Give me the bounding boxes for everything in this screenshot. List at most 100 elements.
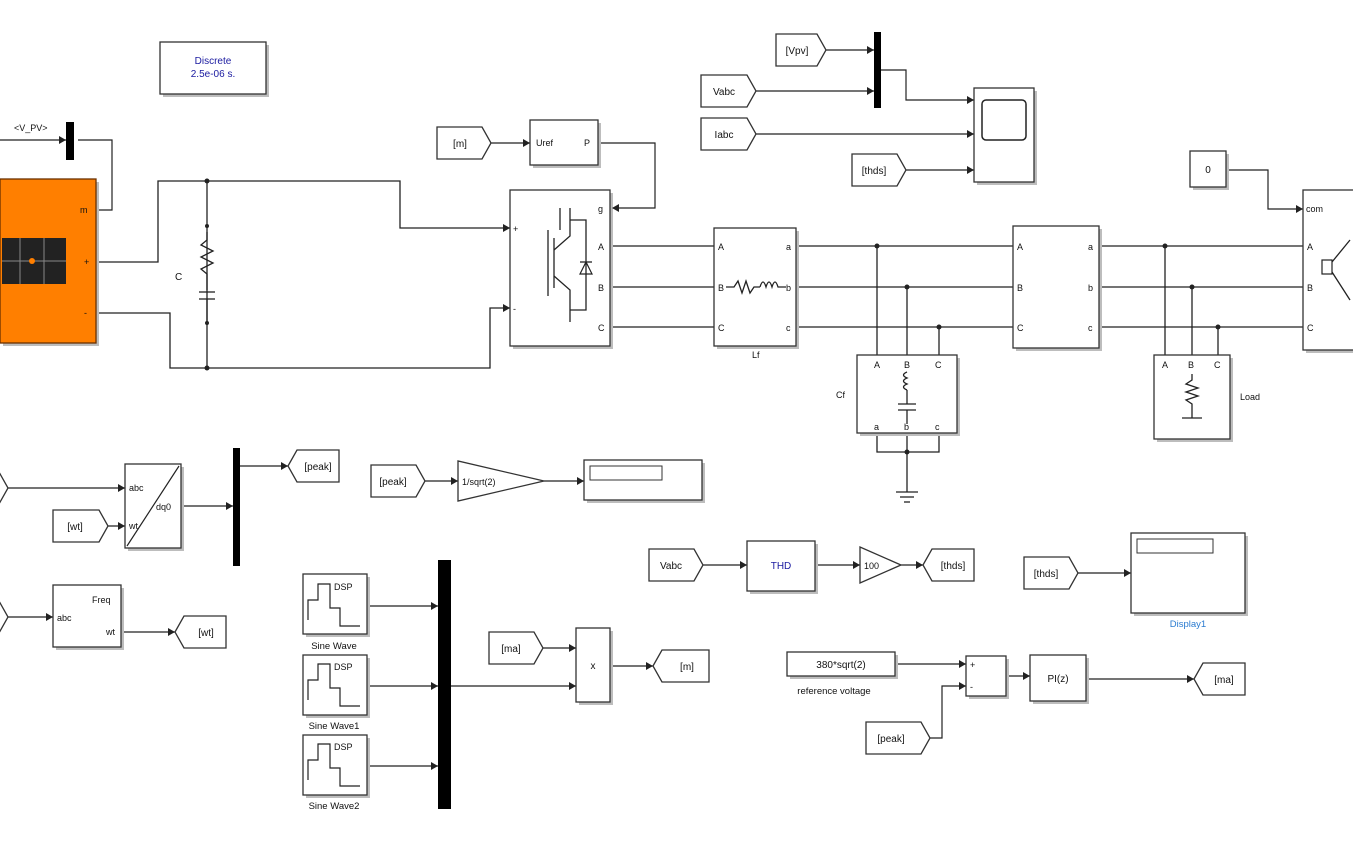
goto-tag-peak[interactable]: [peak] <box>287 449 340 483</box>
inverter-block[interactable]: g + - A B C <box>509 189 613 349</box>
cf-name: Cf <box>836 390 845 400</box>
goto-tag-ma[interactable]: [ma] <box>1193 662 1246 696</box>
from-tag-vabc-label: Vabc <box>713 87 735 98</box>
pv-bus-selector[interactable] <box>66 122 74 160</box>
constant-zero-block[interactable]: 0 <box>1189 150 1229 190</box>
product-block[interactable]: x <box>575 627 613 705</box>
filter-inductor-block[interactable]: A B C a b c Lf <box>713 227 799 360</box>
from-tag-vpv[interactable]: [Vpv] <box>775 33 827 67</box>
breaker-in-b: B <box>1017 283 1023 293</box>
from-tag-peak-pi-label: [peak] <box>877 734 904 745</box>
from-tag-peak-rms[interactable]: [peak] <box>370 464 426 498</box>
sine-wave-2-name: Sine Wave2 <box>309 801 360 812</box>
reference-voltage-value: 380*sqrt(2) <box>816 660 865 671</box>
display-rms-block[interactable] <box>583 459 705 503</box>
sine-mux-bus[interactable] <box>438 560 451 809</box>
from-tag-vabc-thd[interactable]: Vabc <box>648 548 704 582</box>
lf-out-b: b <box>786 283 791 293</box>
grid-port-b: B <box>1307 283 1313 293</box>
display1-readout <box>1136 538 1214 554</box>
gain-100-block[interactable]: 100 <box>859 546 903 584</box>
goto-tag-m[interactable]: [m] <box>652 649 710 683</box>
scope-screen-icon <box>981 99 1027 141</box>
goto-tag-wt[interactable]: [wt] <box>174 615 227 649</box>
breaker-block[interactable]: A B C a b c <box>1012 225 1102 351</box>
from-tag-iabc-label: Iabc <box>715 130 734 141</box>
pwm-port-p: P <box>584 138 590 148</box>
lf-in-c: C <box>718 323 725 333</box>
load-port-c: C <box>1214 360 1221 370</box>
cf-top-c: C <box>935 360 942 370</box>
from-tag-peak-rms-label: [peak] <box>379 477 406 488</box>
from-tag-m-label: [m] <box>453 139 467 150</box>
cf-bot-b: b <box>904 422 909 432</box>
load-block[interactable]: A B C Load <box>1153 354 1260 442</box>
inverter-port-plus: + <box>513 224 518 234</box>
sine-wave-block-2[interactable]: DSP Sine Wave2 <box>302 734 370 812</box>
dc-cap-label: C <box>175 272 182 283</box>
sum-plus: + <box>970 660 975 670</box>
powergui-line1: Discrete <box>195 56 232 67</box>
abc-to-dq0-block[interactable]: abc wt dq0 <box>124 463 184 551</box>
from-tag-vabc-pll[interactable] <box>0 601 9 633</box>
gain-rms-block[interactable]: 1/sqrt(2) <box>457 460 545 502</box>
inverter-port-c: C <box>598 323 605 333</box>
scope-mux-bus[interactable] <box>874 32 881 108</box>
from-tag-vabc-dq[interactable] <box>0 472 9 504</box>
sine-wave-block-0[interactable]: DSP Sine Wave <box>302 573 370 652</box>
display-rms-readout <box>589 465 663 481</box>
sine-wave-block-1[interactable]: DSP Sine Wave1 <box>302 654 370 732</box>
dq-port-wt: wt <box>128 521 138 531</box>
pv-port-m: m <box>80 205 88 215</box>
goto-tag-peak-label: [peak] <box>304 462 331 473</box>
dq-port-dq0: dq0 <box>156 502 171 512</box>
pv-array-block[interactable]: m + - <box>0 178 99 346</box>
breaker-in-c: C <box>1017 323 1024 333</box>
from-tag-ma-mult[interactable]: [ma] <box>488 631 544 665</box>
sum-block[interactable]: + - <box>965 655 1009 699</box>
thd-label: THD <box>771 561 792 572</box>
display1-block[interactable]: Display1 <box>1130 532 1248 630</box>
sine-wave-1-name: Sine Wave1 <box>309 721 360 732</box>
thd-block[interactable]: THD <box>746 540 818 594</box>
powergui-block[interactable]: Discrete 2.5e-06 s. <box>159 41 269 97</box>
dc-link-capacitor[interactable]: C <box>175 224 215 325</box>
arrowheads <box>46 46 1303 770</box>
goto-tag-thds-label: [thds] <box>941 561 966 572</box>
cf-bot-c: c <box>935 422 940 432</box>
breaker-out-c: c <box>1088 323 1093 333</box>
signal-wires <box>0 49 1303 767</box>
from-tag-thds-display[interactable]: [thds] <box>1023 556 1079 590</box>
from-tag-thds-display-label: [thds] <box>1034 569 1059 580</box>
pll-block[interactable]: abc Freq wt <box>52 584 124 650</box>
pi-controller-block[interactable]: PI(z) <box>1029 654 1089 704</box>
from-tag-m[interactable]: [m] <box>436 126 492 160</box>
from-tag-peak-pi[interactable]: [peak] <box>865 721 931 755</box>
grid-port-c: C <box>1307 323 1314 333</box>
lf-in-a: A <box>718 242 724 252</box>
from-tag-thds-scope[interactable]: [thds] <box>851 153 907 187</box>
pv-bus-label: <V_PV> <box>14 123 48 133</box>
grid-switch-block[interactable]: com A B C <box>1302 189 1353 353</box>
from-tag-vabc[interactable]: Vabc <box>700 74 757 108</box>
gain-rms-value: 1/sqrt(2) <box>462 477 496 487</box>
filter-capacitor-block[interactable]: A B C a b c Cf <box>836 354 960 436</box>
reference-voltage-constant[interactable]: 380*sqrt(2) reference voltage <box>786 651 898 697</box>
goto-tag-thds[interactable]: [thds] <box>922 548 975 582</box>
breaker-out-a: a <box>1088 242 1093 252</box>
cf-top-b: B <box>904 360 910 370</box>
load-port-b: B <box>1188 360 1194 370</box>
inverter-port-a: A <box>598 242 604 252</box>
pwm-generator-block[interactable]: Uref P <box>529 119 601 168</box>
lf-in-b: B <box>718 283 724 293</box>
pv-port-minus: - <box>84 308 87 318</box>
from-tag-vabc-thd-label: Vabc <box>660 561 682 572</box>
scope-block[interactable] <box>973 87 1037 185</box>
sine-wave-0-icon: DSP <box>334 582 353 592</box>
from-tag-wt-dq[interactable]: [wt] <box>52 509 109 543</box>
from-tag-iabc[interactable]: Iabc <box>700 117 757 151</box>
goto-tag-wt-label: [wt] <box>198 628 214 639</box>
demux-bus[interactable] <box>233 448 240 566</box>
lf-out-a: a <box>786 242 791 252</box>
sum-minus: - <box>970 682 973 692</box>
